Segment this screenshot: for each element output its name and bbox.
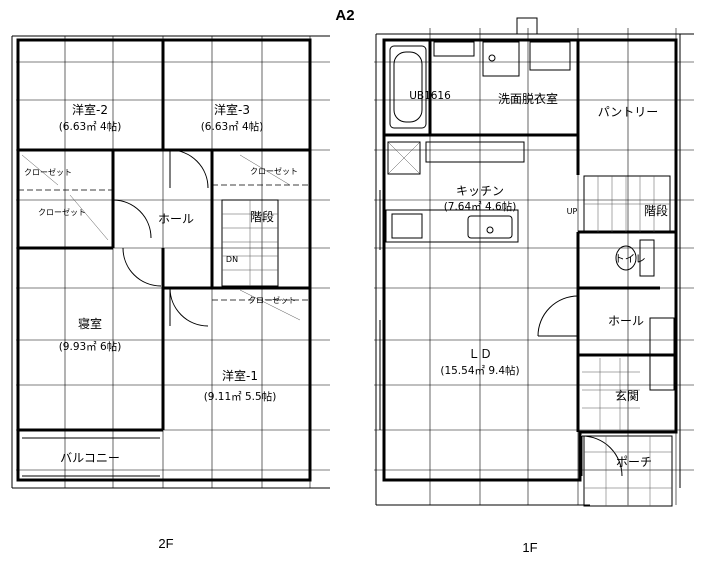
room-toilet: トイレ bbox=[614, 253, 646, 265]
stairs-label-1f: 階段 bbox=[644, 203, 668, 218]
room-western3-area: (6.63㎡ 4帖) bbox=[201, 120, 264, 133]
up-label: UP bbox=[567, 207, 578, 216]
room-hall-2f: ホール bbox=[158, 212, 194, 226]
down-label: DN bbox=[226, 255, 238, 264]
closet-label-b: クローゼット bbox=[38, 207, 86, 217]
room-western2-name: 洋室-2 bbox=[72, 102, 108, 117]
room-western1-name: 洋室-1 bbox=[222, 368, 258, 383]
room-balcony: バルコニー bbox=[60, 451, 120, 465]
floor-1f-plan: UB1616 洗面脱衣室 パントリー キッチン (7.64㎡ 4.6帖) UP … bbox=[374, 17, 694, 555]
closet-label-d: クローゼット bbox=[248, 295, 296, 305]
room-pantry: パントリー bbox=[598, 105, 659, 119]
room-hall-1f: ホール bbox=[608, 314, 644, 328]
room-entrance: 玄関 bbox=[615, 388, 639, 403]
room-kitchen-name: キッチン bbox=[456, 184, 504, 198]
floor-1f-stairs bbox=[583, 175, 671, 233]
room-kitchen-area: (7.64㎡ 4.6帖) bbox=[444, 200, 517, 213]
floor-2f-grid bbox=[16, 36, 330, 488]
plan-title: A2 bbox=[335, 7, 354, 24]
entrance-floor bbox=[582, 358, 640, 430]
bathtub bbox=[389, 45, 427, 129]
room-ld-area: (15.54㎡ 9.4帖) bbox=[440, 364, 519, 377]
floor-2f-plan: 洋室-2 (6.63㎡ 4帖) 洋室-3 (6.63㎡ 4帖) クローゼット ク… bbox=[11, 35, 330, 551]
room-ld-name: ＬＤ bbox=[468, 347, 492, 361]
floor-1f-outer-wall bbox=[382, 38, 678, 482]
room-porch: ポーチ bbox=[616, 455, 652, 469]
stairs-label-2f: 階段 bbox=[250, 209, 274, 224]
floor-1f-label: 1F bbox=[522, 540, 537, 555]
closet-label-a: クローゼット bbox=[24, 167, 72, 177]
floor-2f-label: 2F bbox=[158, 536, 173, 551]
floor-2f-stairs bbox=[221, 199, 279, 287]
room-bedroom-area: (9.93㎡ 6帖) bbox=[59, 340, 122, 353]
room-bedroom-name: 寝室 bbox=[78, 316, 102, 331]
room-western1-area: (9.11㎡ 5.5帖) bbox=[204, 390, 277, 403]
closet-label-c: クローゼット bbox=[250, 166, 298, 176]
kitchen-counter bbox=[385, 209, 519, 243]
room-washroom: 洗面脱衣室 bbox=[498, 91, 558, 106]
room-western3-name: 洋室-3 bbox=[214, 102, 250, 117]
room-bath-label: UB1616 bbox=[409, 90, 451, 102]
room-western2-area: (6.63㎡ 4帖) bbox=[59, 120, 122, 133]
